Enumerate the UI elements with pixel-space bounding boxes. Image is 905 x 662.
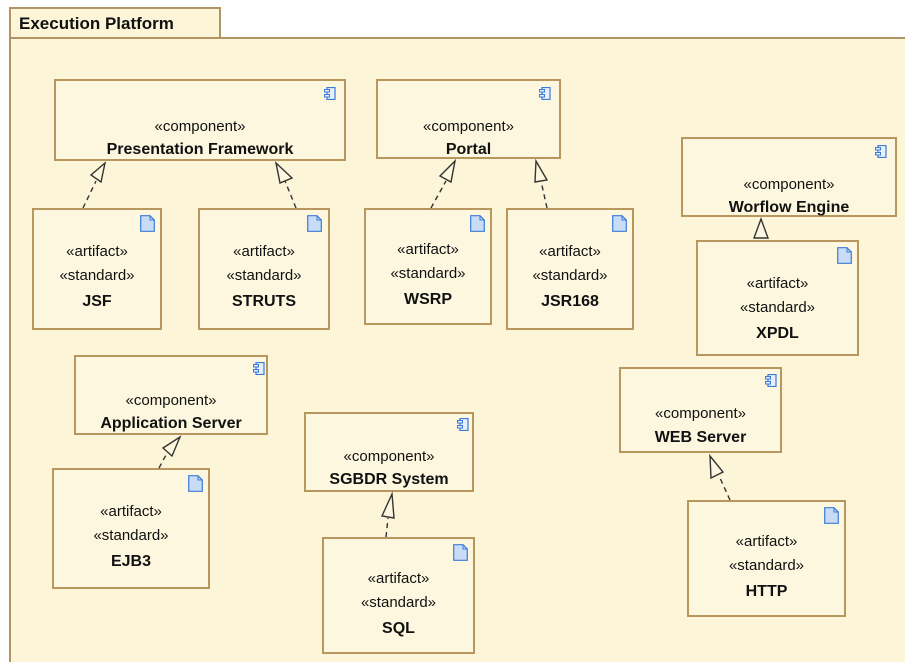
artifact-stereotype: «artifact»	[66, 243, 128, 260]
component-stereotype: «component»	[343, 448, 435, 465]
component-stereotype: «component»	[743, 176, 835, 193]
artifact-xpdl[interactable]: «artifact» «standard» XPDL	[696, 240, 859, 356]
component-icon	[765, 374, 777, 387]
artifact-standard-stereotype: «standard»	[739, 299, 816, 316]
component-icon	[875, 145, 887, 158]
component-name: Worflow Engine	[728, 199, 850, 216]
artifact-name: XPDL	[756, 325, 799, 342]
component-presentation-framework[interactable]: «component» Presentation Framework	[54, 79, 346, 161]
component-icon	[324, 87, 336, 100]
artifact-stereotype: «artifact»	[397, 241, 459, 258]
artifact-name: SQL	[382, 620, 415, 637]
component-name: WEB Server	[654, 429, 747, 446]
artifact-name: HTTP	[745, 583, 788, 600]
artifact-name: STRUTS	[232, 293, 296, 310]
artifact-ejb3[interactable]: «artifact» «standard» EJB3	[52, 468, 210, 589]
component-name: Presentation Framework	[106, 141, 294, 158]
artifact-standard-stereotype: «standard»	[59, 267, 135, 284]
artifact-jsr168[interactable]: «artifact» «standard» JSR168	[506, 208, 634, 330]
component-portal[interactable]: «component» Portal	[376, 79, 561, 159]
component-icon	[253, 362, 265, 375]
artifact-standard-stereotype: «standard»	[360, 594, 437, 611]
frame-title: Execution Platform	[19, 14, 174, 33]
component-icon	[539, 87, 551, 100]
artifact-standard-stereotype: «standard»	[390, 265, 466, 282]
artifact-stereotype: «artifact»	[367, 570, 430, 587]
artifact-name: JSR168	[541, 293, 599, 310]
artifact-struts[interactable]: «artifact» «standard» STRUTS	[198, 208, 330, 330]
component-icon	[457, 418, 469, 431]
artifact-name: JSF	[82, 293, 112, 310]
artifact-stereotype: «artifact»	[100, 503, 162, 520]
artifact-document-icon	[453, 544, 468, 561]
component-stereotype: «component»	[423, 118, 514, 135]
artifact-sql[interactable]: «artifact» «standard» SQL	[322, 537, 475, 654]
artifact-standard-stereotype: «standard»	[728, 557, 805, 574]
artifact-stereotype: «artifact»	[233, 243, 295, 260]
component-stereotype: «component»	[154, 118, 246, 135]
component-name: SGBDR System	[329, 471, 449, 488]
artifact-document-icon	[612, 215, 627, 232]
artifact-document-icon	[837, 247, 852, 264]
artifact-document-icon	[188, 475, 203, 492]
artifact-document-icon	[140, 215, 155, 232]
component-name: Portal	[445, 141, 492, 158]
artifact-jsf[interactable]: «artifact» «standard» JSF	[32, 208, 162, 330]
artifact-standard-stereotype: «standard»	[226, 267, 302, 284]
component-stereotype: «component»	[655, 405, 746, 422]
artifact-document-icon	[824, 507, 839, 524]
component-name: Application Server	[100, 415, 242, 432]
component-application-server[interactable]: «component» Application Server	[74, 355, 268, 435]
artifact-stereotype: «artifact»	[735, 533, 798, 550]
artifact-standard-stereotype: «standard»	[93, 527, 169, 544]
artifact-document-icon	[307, 215, 322, 232]
frame-title-tab: Execution Platform	[9, 7, 221, 39]
artifact-name: WSRP	[404, 291, 452, 308]
component-stereotype: «component»	[125, 392, 217, 409]
component-web-server[interactable]: «component» WEB Server	[619, 367, 782, 453]
artifact-standard-stereotype: «standard»	[532, 267, 608, 284]
component-worflow-engine[interactable]: «component» Worflow Engine	[681, 137, 897, 217]
component-sgbdr-system[interactable]: «component» SGBDR System	[304, 412, 474, 492]
artifact-stereotype: «artifact»	[539, 243, 601, 260]
artifact-document-icon	[470, 215, 485, 232]
artifact-name: EJB3	[110, 553, 152, 570]
artifact-http[interactable]: «artifact» «standard» HTTP	[687, 500, 846, 617]
artifact-stereotype: «artifact»	[746, 275, 809, 292]
